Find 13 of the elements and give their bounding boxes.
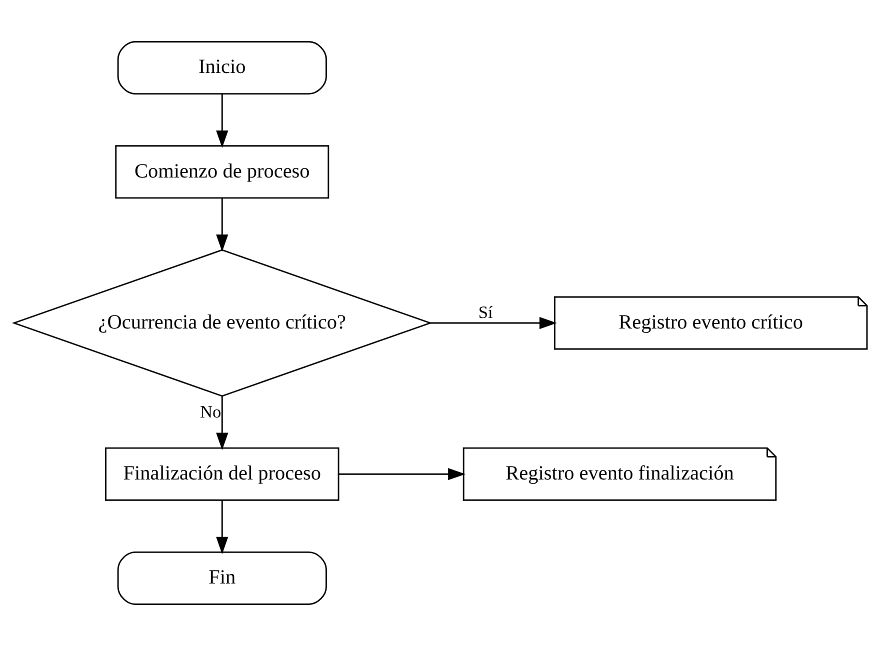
edge-label: Sí [478, 302, 493, 322]
edge-label: No [200, 402, 222, 421]
node-box: Comienzo de proceso [115, 144, 330, 198]
arrow [216, 396, 228, 450]
node-box: Fin [117, 550, 327, 604]
arrow [216, 94, 228, 148]
node-box: Finalización del proceso [105, 446, 340, 500]
arrow [216, 500, 228, 554]
arrow [216, 198, 228, 252]
node-box: Inicio [117, 40, 327, 94]
node-diamond: ¿Ocurrencia de evento crítico? [12, 248, 432, 396]
arrow [430, 316, 557, 329]
arrow [338, 468, 466, 480]
